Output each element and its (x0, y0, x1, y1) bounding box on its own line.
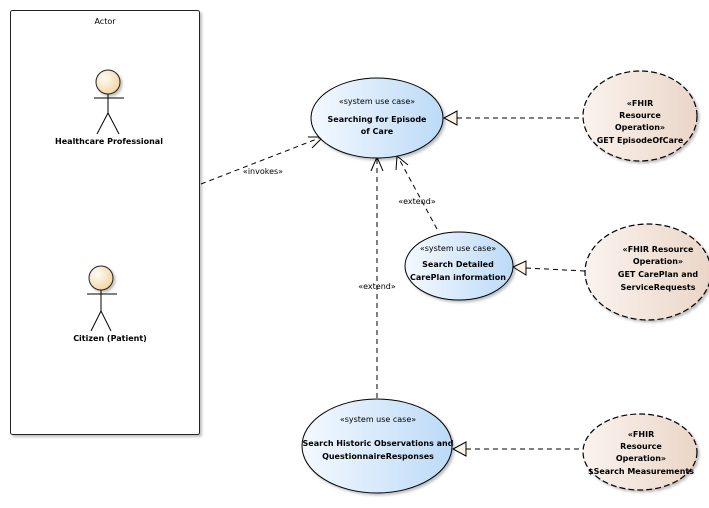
fhir-line: GET EpisodeOfCare (597, 136, 684, 145)
fhir-line: ServiceRequests (620, 283, 695, 292)
use-case-name-line: Search Historic Observations and (303, 439, 454, 448)
fhir-line: GET CarePlan and (618, 270, 698, 279)
fhir-operation-search-measurements[interactable]: «FHIR Resource Operation» $Search Measur… (582, 413, 698, 491)
fhir-line: «FHIR Resource (623, 245, 694, 254)
actor-healthcare-professional[interactable]: Healthcare Professional (55, 69, 163, 146)
use-case-name-line: of Care (361, 127, 394, 136)
use-case-name-line: CarePlan information (410, 273, 506, 282)
fhir-line: Operation» (616, 454, 666, 463)
connector-extend-historic[interactable]: «extend» (358, 155, 396, 398)
connector-realization-2[interactable] (511, 260, 586, 276)
connector-label: «extend» (358, 282, 396, 291)
use-case-name-line: QuestionnaireResponses (322, 452, 434, 461)
use-case-stereotype: «system use case» (340, 415, 416, 424)
fhir-line: «FHIR (628, 430, 654, 439)
actor-citizen-patient[interactable]: Citizen (Patient) (73, 265, 147, 343)
actor-boundary[interactable]: Actor (10, 10, 200, 435)
actor-head-icon (95, 69, 121, 95)
use-case-searching-episode-of-care[interactable]: «system use case» Searching for Episode … (310, 77, 444, 159)
fhir-line: Operation» (615, 123, 665, 132)
use-case-search-detailed-careplan[interactable]: «system use case» Search Detailed CarePl… (404, 231, 514, 301)
fhir-line: Resource (619, 111, 661, 120)
use-case-stereotype: «system use case» (339, 97, 415, 106)
connector-extend-careplan[interactable]: «extend» (395, 155, 438, 230)
actor-label: Citizen (Patient) (73, 334, 147, 343)
boundary-title: Actor (94, 17, 116, 26)
connector-label: «invokes» (243, 167, 283, 176)
realization-triangle-icon (442, 110, 458, 126)
realization-triangle-icon (511, 260, 527, 276)
connector-invokes[interactable]: «invokes» (200, 136, 325, 185)
connector-realization-3[interactable] (451, 441, 583, 457)
open-arrow-icon (395, 155, 409, 171)
fhir-operation-get-episode-of-care[interactable]: «FHIR Resource Operation» GET EpisodeOfC… (582, 70, 698, 162)
use-case-search-historic-observations[interactable]: «system use case» Search Historic Observ… (301, 398, 454, 494)
use-case-name-line: Search Detailed (422, 260, 494, 269)
actor-head-icon (88, 265, 114, 291)
fhir-line: $Search Measurements (588, 467, 694, 476)
connector-realization-1[interactable] (442, 110, 582, 126)
fhir-line: Resource (620, 442, 662, 451)
realization-triangle-icon (451, 441, 467, 457)
actor-label: Healthcare Professional (55, 137, 163, 146)
fhir-line: Operation» (633, 257, 683, 266)
fhir-operation-get-careplan-servicerequests[interactable]: «FHIR Resource Operation» GET CarePlan a… (584, 223, 709, 321)
use-case-stereotype: «system use case» (420, 244, 496, 253)
connector-label: «extend» (398, 197, 436, 206)
fhir-line: «FHIR (627, 99, 653, 108)
use-case-name-line: Searching for Episode (328, 115, 428, 124)
